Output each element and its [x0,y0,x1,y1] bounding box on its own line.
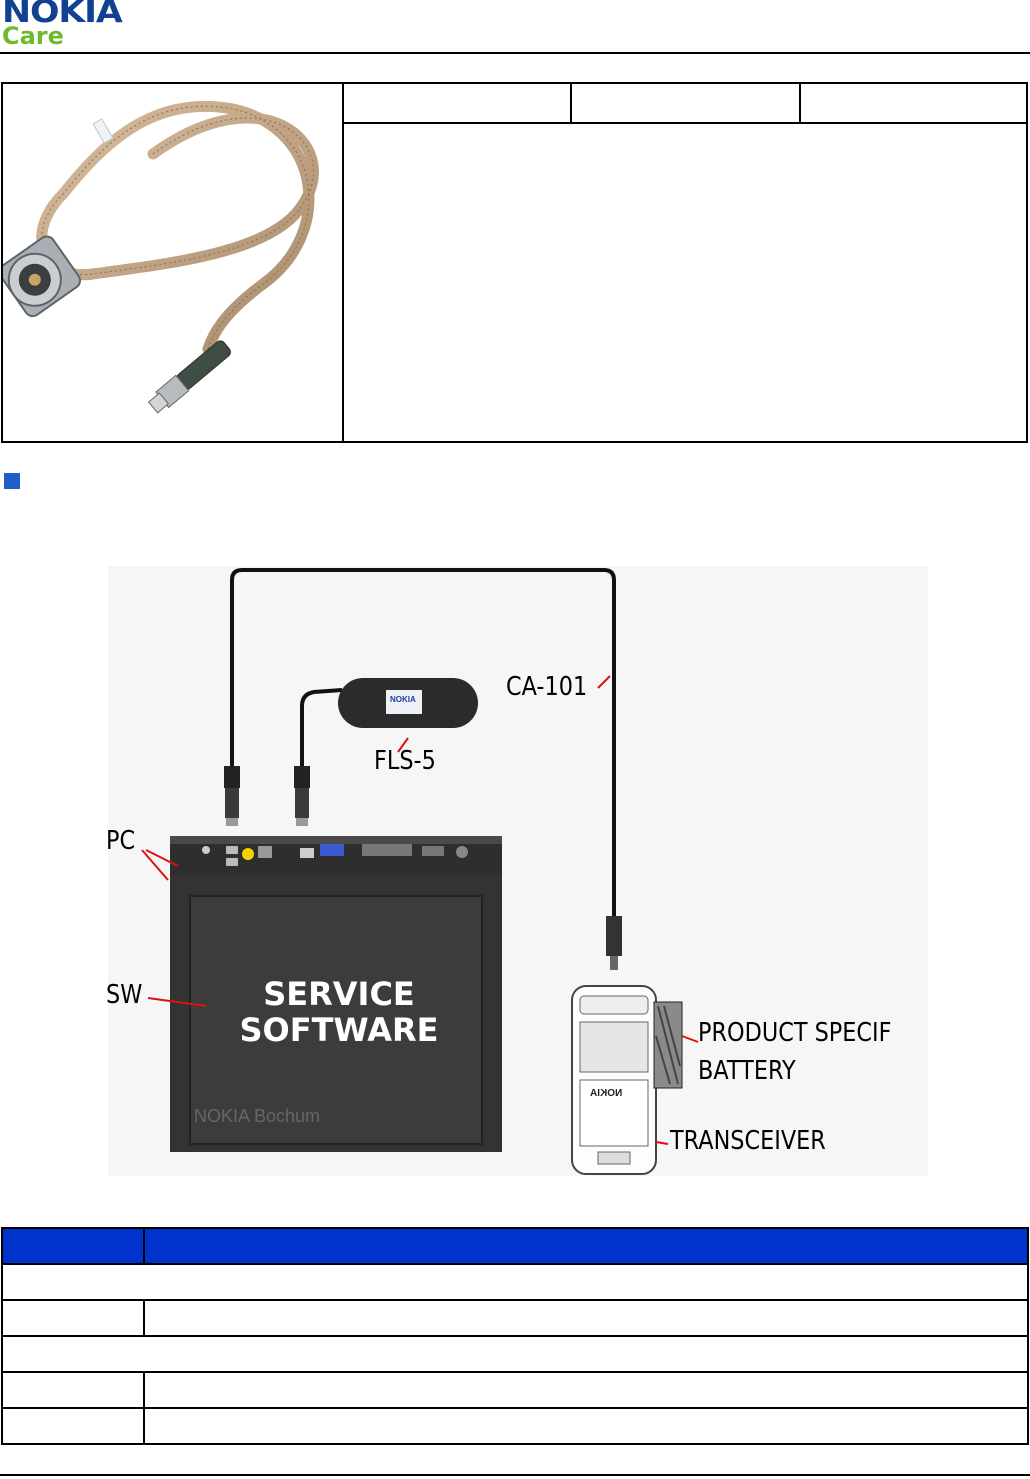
bottom-table [1,1227,1029,1445]
table-cell [144,1408,1028,1444]
table-span-cell [2,1264,1028,1300]
table-header-cell-3 [801,84,1026,124]
fls-5-label: FLS-5 [374,746,436,776]
battery-label-line-1: PRODUCT SPECIFIC [698,1018,891,1048]
table-cell [144,1372,1028,1408]
table-row [2,1300,1028,1336]
section-heading [30,470,930,492]
table-cell [2,1408,144,1444]
dongle-brand: NOKIA [390,695,416,704]
section-bullet-icon [4,473,20,489]
table-row [2,1336,1028,1372]
screen-text: SERVICE SOFTWARE [204,976,474,1048]
rf-cable-image [3,84,342,441]
table-header-row [2,1228,1028,1264]
battery-label-line-2: BATTERY [698,1056,796,1086]
screen-line-2: SOFTWARE [204,1012,474,1048]
table-body-text [348,130,1018,430]
table-header-cell-1 [342,84,572,124]
equipment-table [1,82,1028,443]
diagram-graphics [108,566,928,1176]
care-logo: Care [2,22,64,50]
table-header-cell-2 [572,84,801,124]
header-cell-1 [2,1228,144,1264]
sw-label: SW [106,980,142,1010]
table-row [2,1372,1028,1408]
table-row [2,1408,1028,1444]
table-span-cell [2,1336,1028,1372]
table-cell [2,1300,144,1336]
usb-plug-left [224,766,240,826]
service-setup-diagram: CA-101 FLS-5 PC SW NOKIA NOKIA SERVICE S… [108,566,928,1176]
watermark: NOKIA Bochum [194,1106,320,1127]
screen-line-1: SERVICE [204,976,474,1012]
transceiver-label: TRANSCEIVER [670,1126,826,1156]
pc-label: PC [106,826,135,856]
header-cell-2 [144,1228,1028,1264]
phone-brand: NOKIA [590,1088,622,1099]
ca-101-label: CA-101 [506,672,587,702]
footer-rule [0,1474,1030,1476]
table-cell [2,1372,144,1408]
header-rule [0,52,1030,54]
usb-plug-right [294,766,310,826]
table-row [2,1264,1028,1300]
cable-image-cell [3,84,344,441]
table-cell [144,1300,1028,1336]
